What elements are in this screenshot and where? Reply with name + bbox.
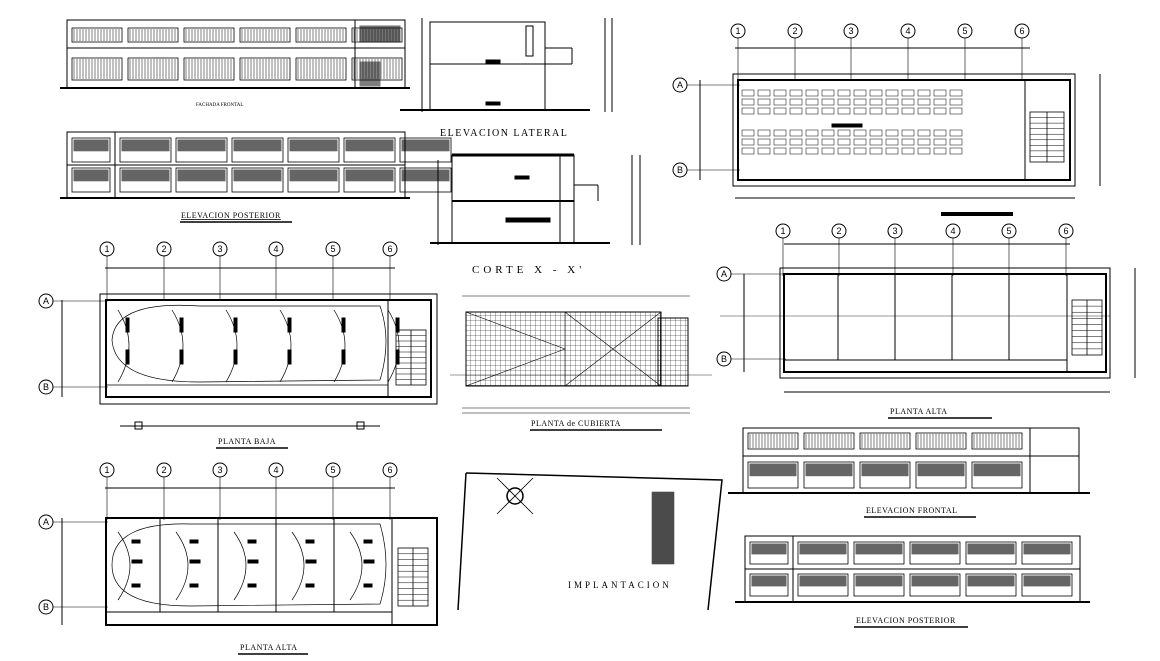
planta-alta-right-col-5-bubble	[1001, 223, 1017, 239]
planta-alta-left-row-A-bubble	[38, 514, 54, 530]
fachada-frontal-drawing	[60, 19, 410, 89]
planta-alta-left-label: PLANTA ALTA	[240, 643, 297, 652]
planta-alta-left-col-4-label: 4	[273, 465, 278, 475]
planta-top-right-col-4-bubble	[900, 23, 916, 39]
elevacion-posterior-top-label: ELEVACION POSTERIOR	[181, 211, 281, 220]
planta-baja-col-3-label: 3	[217, 244, 222, 254]
planta-alta-right-row-A-bubble	[716, 266, 732, 282]
planta-baja-row-A-label: A	[43, 296, 49, 306]
planta-cubierta-label: PLANTA de CUBIERTA	[531, 419, 621, 428]
fachada-frontal-label: FACHADA FRONTAL	[196, 103, 243, 108]
planta-alta-left-drawing	[61, 487, 438, 626]
planta-baja-label: PLANTA BAJA	[218, 437, 276, 446]
planta-alta-left-col-6-label: 6	[387, 465, 392, 475]
elevacion-posterior-top-drawing	[60, 131, 452, 199]
planta-alta-right-row-A-label: A	[721, 269, 727, 279]
elevacion-frontal-label: ELEVACION FRONTAL	[866, 506, 958, 515]
planta-baja-col-2-bubble	[156, 241, 172, 257]
planta-top-right-col-6-bubble	[1014, 23, 1030, 39]
planta-top-right-row-A-bubble	[672, 77, 688, 93]
planta-alta-left-col-4-bubble	[268, 462, 284, 478]
planta-top-right-col-6-label: 6	[1019, 26, 1024, 36]
planta-alta-left-col-5-bubble	[325, 462, 341, 478]
planta-alta-right-col-6-bubble	[1058, 223, 1074, 239]
planta-top-right-col-1-label: 1	[735, 26, 740, 36]
planta-alta-right-col-4-label: 4	[950, 226, 955, 236]
planta-alta-right-col-3-label: 3	[892, 226, 897, 236]
planta-baja-col-3-bubble	[212, 241, 228, 257]
planta-top-right-row-B-bubble	[672, 162, 688, 178]
elevacion-lateral-drawing	[400, 18, 613, 112]
planta-baja-col-5-bubble	[325, 241, 341, 257]
planta-alta-left-col-1-label: 1	[104, 465, 109, 475]
elevacion-lateral-label: ELEVACION LATERAL	[440, 128, 568, 139]
planta-top-right-col-5-bubble	[957, 23, 973, 39]
planta-alta-left-row-B-label: B	[43, 602, 49, 612]
planta-top-right-row-B-label: B	[677, 165, 683, 175]
planta-alta-left-col-1-bubble	[99, 462, 115, 478]
planta-baja-drawing	[61, 267, 438, 430]
planta-alta-left-col-3-bubble	[212, 462, 228, 478]
planta-alta-right-col-4-bubble	[945, 223, 961, 239]
planta-top-right-col-2-bubble	[787, 23, 803, 39]
planta-baja-row-B-label: B	[43, 382, 49, 392]
elevacion-frontal-drawing	[728, 427, 1090, 494]
planta-baja-col-6-bubble	[382, 241, 398, 257]
planta-alta-right-col-2-bubble	[831, 223, 847, 239]
planta-alta-right-row-B-bubble	[716, 351, 732, 367]
planta-alta-right-col-2-label: 2	[836, 226, 841, 236]
planta-baja-row-B-bubble	[38, 379, 54, 395]
planta-alta-right-row-B-label: B	[721, 354, 727, 364]
planta-baja-col-1-bubble	[99, 241, 115, 257]
planta-alta-left-col-2-bubble	[156, 462, 172, 478]
implantacion-label: IMPLANTACION	[568, 580, 672, 590]
planta-alta-left-col-6-bubble	[382, 462, 398, 478]
planta-alta-left-row-A-label: A	[43, 517, 49, 527]
elevacion-posterior-bottom-drawing	[735, 535, 1090, 603]
planta-alta-right-drawing	[720, 243, 1136, 393]
planta-baja-col-5-label: 5	[330, 244, 335, 254]
planta-alta-left-col-5-label: 5	[330, 465, 335, 475]
planta-top-right-col-3-bubble	[843, 23, 859, 39]
planta-top-right-col-3-label: 3	[848, 26, 853, 36]
planta-alta-left-col-2-label: 2	[161, 465, 166, 475]
planta-alta-right-col-1-bubble	[775, 223, 791, 239]
planta-alta-left-col-3-label: 3	[217, 465, 222, 475]
planta-top-right-col-4-label: 4	[905, 26, 910, 36]
planta-alta-right-col-3-bubble	[887, 223, 903, 239]
planta-baja-col-4-bubble	[268, 241, 284, 257]
planta-alta-right-label: PLANTA ALTA	[890, 407, 947, 416]
planta-alta-left-row-B-bubble	[38, 599, 54, 615]
planta-alta-right-col-1-label: 1	[780, 226, 785, 236]
corte-drawing	[430, 153, 641, 245]
planta-baja-col-1-label: 1	[104, 244, 109, 254]
planta-cubierta-drawing	[450, 295, 712, 414]
planta-baja-col-6-label: 6	[387, 244, 392, 254]
planta-alta-right-col-5-label: 5	[1006, 226, 1011, 236]
planta-top-right-col-5-label: 5	[962, 26, 967, 36]
planta-top-right-col-2-label: 2	[792, 26, 797, 36]
planta-baja-col-4-label: 4	[273, 244, 278, 254]
planta-top-right-drawing	[699, 47, 1101, 199]
planta-top-right-col-1-bubble	[730, 23, 746, 39]
planta-baja-row-A-bubble	[38, 293, 54, 309]
elevacion-posterior-bottom-label: ELEVACION POSTERIOR	[856, 616, 956, 625]
corte-label: CORTE X - X'	[472, 264, 585, 276]
planta-alta-right-col-6-label: 6	[1063, 226, 1068, 236]
planta-baja-col-2-label: 2	[161, 244, 166, 254]
planta-top-right-row-A-label: A	[677, 80, 683, 90]
implantacion-drawing	[457, 472, 723, 611]
